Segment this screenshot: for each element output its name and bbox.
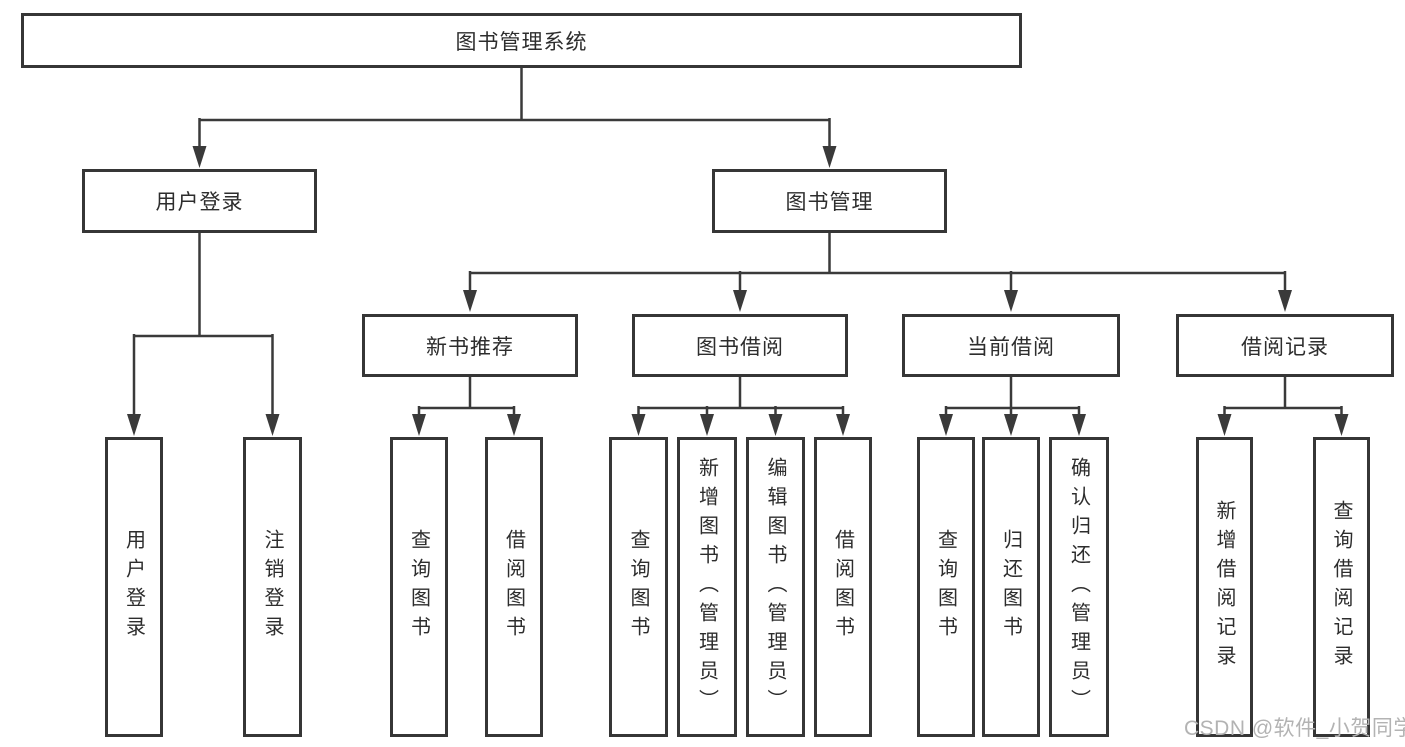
node-label: 查询图书 xyxy=(934,529,957,645)
leaf-confirm-return-admin: 确认归还（管理员） xyxy=(1049,437,1109,737)
connector-line xyxy=(417,375,516,418)
node-book-borrowing: 图书借阅 xyxy=(632,314,848,377)
node-label: 新增借阅记录 xyxy=(1213,500,1235,674)
arrowhead-down-icon xyxy=(631,414,850,436)
leaf-borrow-books-recommend: 借阅图书 xyxy=(485,437,543,737)
leaf-add-books-admin: 新增图书（管理员） xyxy=(677,437,737,737)
connector-current-borrowing-children xyxy=(939,375,1086,436)
leaf-edit-books-admin: 编辑图书（管理员） xyxy=(746,437,805,737)
connector-line xyxy=(1223,375,1343,418)
arrowhead-down-icon xyxy=(192,146,837,168)
connector-borrow-records-children xyxy=(1217,375,1349,436)
arrowhead-down-icon xyxy=(1217,414,1349,436)
node-borrow-records: 借阅记录 xyxy=(1176,314,1394,377)
node-label: 编辑图书（管理员） xyxy=(764,456,786,718)
connector-book-management-to-level3 xyxy=(463,231,1292,312)
node-label: 借阅图书 xyxy=(502,529,525,645)
node-label: 用户登录 xyxy=(122,529,145,645)
connector-line xyxy=(944,375,1081,418)
csdn-watermark: CSDN @软件_小贺同学 xyxy=(1184,717,1405,740)
leaf-query-books-recommend: 查询图书 xyxy=(390,437,448,737)
arrowhead-down-icon xyxy=(412,414,521,436)
node-label: 图书管理系统 xyxy=(455,30,588,54)
node-label: 当前借阅 xyxy=(967,335,1055,359)
leaf-return-books: 归还图书 xyxy=(982,437,1040,737)
leaf-borrow-books-borrowing: 借阅图书 xyxy=(814,437,872,737)
node-label: 新书推荐 xyxy=(426,335,514,359)
node-new-book-recommend: 新书推荐 xyxy=(362,314,578,377)
node-label: 注销登录 xyxy=(261,529,283,645)
node-label: 查询图书 xyxy=(627,529,649,645)
node-label: 借阅图书 xyxy=(831,529,854,645)
connector-line xyxy=(637,375,845,418)
connector-new-book-children xyxy=(412,375,521,436)
node-label: 图书管理 xyxy=(785,191,874,214)
node-label: 图书借阅 xyxy=(696,335,784,359)
leaf-add-borrow-record: 新增借阅记录 xyxy=(1196,437,1253,737)
node-current-borrowing: 当前借阅 xyxy=(902,314,1120,377)
node-label: 查询图书 xyxy=(407,529,430,645)
connector-line xyxy=(132,231,274,418)
node-label: 用户登录 xyxy=(155,191,244,214)
node-label: 借阅记录 xyxy=(1241,335,1329,359)
node-label: 查询借阅记录 xyxy=(1330,500,1352,674)
arrowhead-down-icon xyxy=(127,414,280,436)
connector-root-to-level2 xyxy=(192,66,837,168)
node-library-management-system: 图书管理系统 xyxy=(21,13,1022,68)
leaf-query-borrow-record: 查询借阅记录 xyxy=(1313,437,1370,737)
leaf-query-books-current: 查询图书 xyxy=(917,437,975,737)
connector-book-borrowing-children xyxy=(631,375,850,436)
node-book-management: 图书管理 xyxy=(712,169,947,233)
node-label: 新增图书（管理员） xyxy=(695,456,718,718)
leaf-user-login: 用户登录 xyxy=(105,437,163,737)
connector-line xyxy=(198,66,831,150)
arrowhead-down-icon xyxy=(463,290,1292,312)
node-label: 确认归还（管理员） xyxy=(1067,456,1090,718)
connector-user-login-children xyxy=(127,231,280,436)
arrowhead-down-icon xyxy=(939,414,1086,436)
leaf-logout: 注销登录 xyxy=(243,437,302,737)
node-label: 归还图书 xyxy=(999,529,1022,645)
node-user-login: 用户登录 xyxy=(82,169,317,233)
leaf-query-books-borrowing: 查询图书 xyxy=(609,437,668,737)
connector-line xyxy=(468,231,1287,294)
